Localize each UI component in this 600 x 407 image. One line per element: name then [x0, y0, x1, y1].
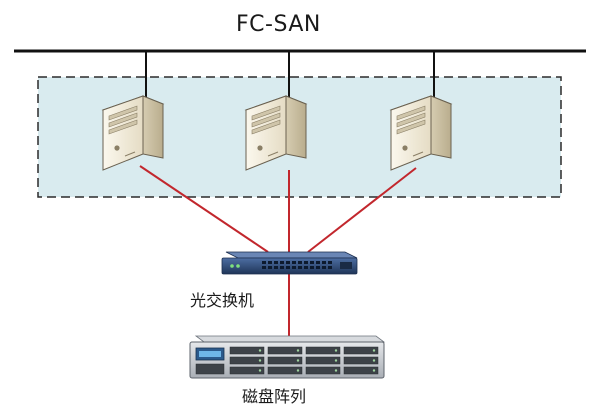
- optical-switch-label: 光交换机: [190, 291, 255, 310]
- disk-array-icon: [189, 335, 386, 379]
- fc-link-server-3: [307, 167, 417, 253]
- diagram-title: FC-SAN: [236, 12, 321, 37]
- disk-array-label: 磁盘阵列: [242, 387, 307, 406]
- network-switch-icon: [221, 251, 358, 275]
- fc-link-server-1: [139, 165, 269, 253]
